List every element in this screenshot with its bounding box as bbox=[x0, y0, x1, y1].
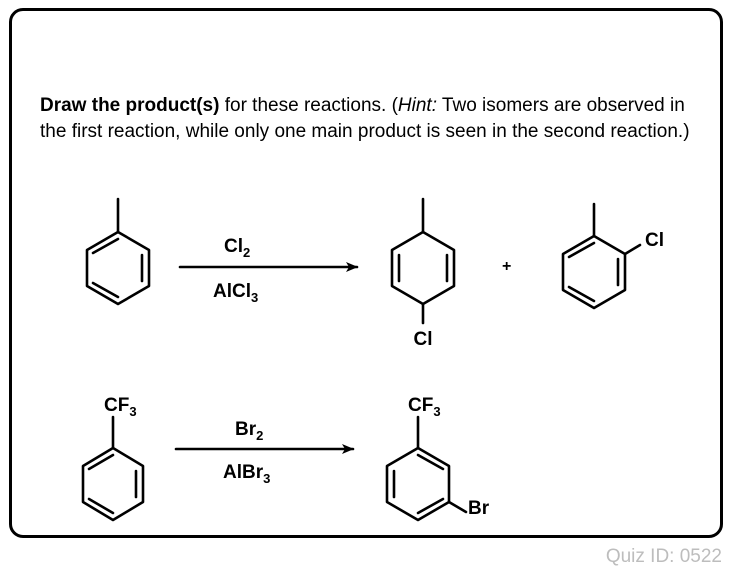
reagent-cl2: Cl2 bbox=[224, 236, 250, 260]
para-chlorotoluene-molecule bbox=[390, 197, 456, 325]
ortho-chloro-label: Cl bbox=[645, 230, 664, 251]
catalyst-albr3: AlBr3 bbox=[223, 462, 270, 486]
product-cf3-label: CF3 bbox=[408, 395, 441, 419]
plus-sign: + bbox=[502, 258, 511, 275]
question-part2: Two isomers are observed in the first re… bbox=[40, 95, 690, 142]
meta-bromo-trifluorotoluene-molecule bbox=[385, 415, 468, 522]
start-cf3-label: CF3 bbox=[104, 395, 137, 419]
toluene-molecule bbox=[85, 197, 151, 306]
hint-label: Hint: bbox=[397, 95, 437, 116]
reagent-br2: Br2 bbox=[235, 419, 263, 443]
trifluorotoluene-molecule bbox=[81, 415, 145, 522]
para-chloro-label: Cl bbox=[414, 329, 433, 350]
quiz-id: Quiz ID: 0522 bbox=[605, 546, 722, 567]
catalyst-alcl3: AlCl3 bbox=[213, 281, 258, 305]
quiz-card bbox=[9, 8, 723, 538]
question-part1: for these reactions. ( bbox=[219, 95, 398, 116]
question-text: Draw the product(s) for these reactions.… bbox=[40, 93, 710, 144]
meta-bromo-label: Br bbox=[468, 498, 490, 519]
question-bold: Draw the product(s) bbox=[40, 95, 220, 116]
ortho-chlorotoluene-molecule bbox=[561, 202, 642, 310]
